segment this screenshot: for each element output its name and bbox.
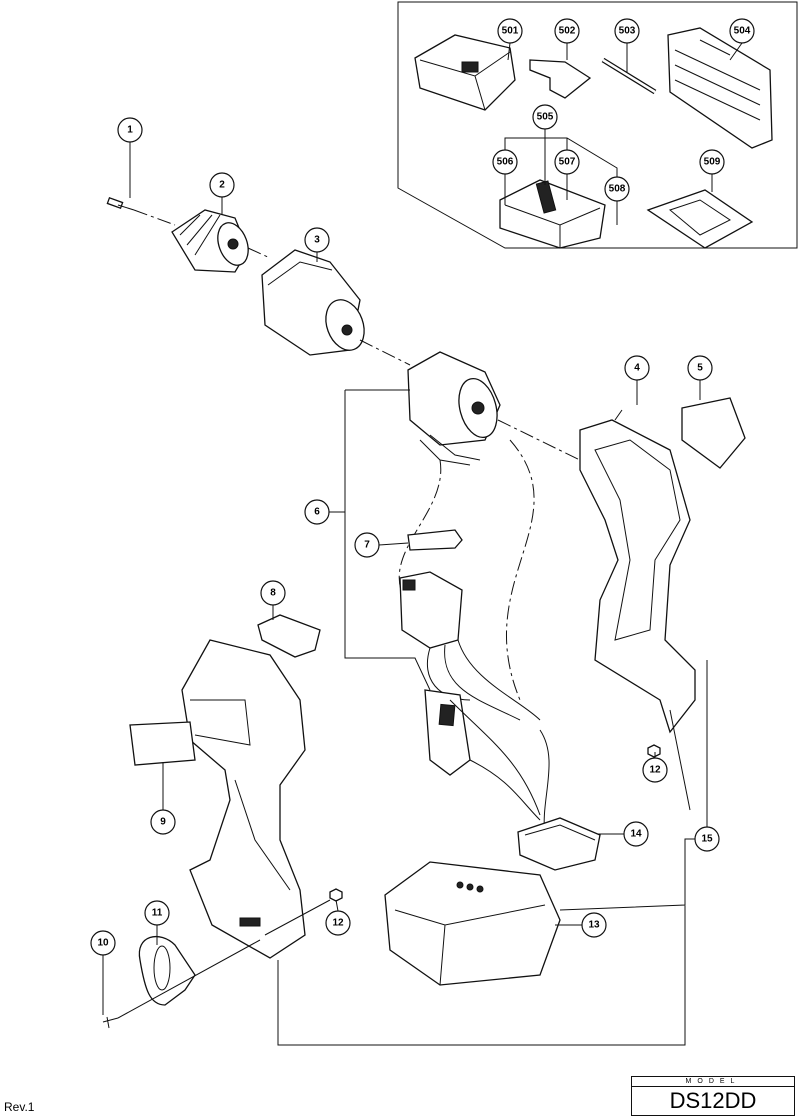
svg-text:502: 502 bbox=[559, 26, 576, 37]
svg-text:11: 11 bbox=[152, 908, 163, 919]
svg-text:6: 6 bbox=[314, 507, 320, 518]
part-9-label bbox=[129, 721, 196, 766]
part-14-terminal bbox=[517, 817, 601, 871]
motor-assembly bbox=[407, 351, 501, 466]
svg-text:13: 13 bbox=[588, 920, 600, 931]
callout-3: 3 bbox=[304, 227, 330, 253]
accessories-frame bbox=[397, 1, 798, 249]
callout-5: 5 bbox=[687, 355, 713, 381]
callout-503: 503 bbox=[614, 18, 640, 44]
part-504-carry-case bbox=[667, 27, 773, 149]
part-12-nut bbox=[647, 744, 661, 758]
part-3-gear-case bbox=[261, 249, 365, 356]
part-502-holder bbox=[529, 59, 592, 99]
model-box: MODEL DS12DD bbox=[631, 1076, 795, 1116]
svg-text:7: 7 bbox=[364, 540, 370, 551]
part-8-cover bbox=[257, 614, 321, 658]
callout-1: 1 bbox=[117, 117, 143, 143]
svg-text:506: 506 bbox=[497, 157, 514, 168]
left-housing bbox=[181, 639, 306, 959]
svg-text:508: 508 bbox=[609, 184, 626, 195]
part-501-charger bbox=[414, 34, 516, 111]
part-15-housing-right bbox=[579, 419, 696, 734]
svg-text:2: 2 bbox=[219, 180, 225, 191]
part-5-label bbox=[681, 397, 746, 469]
svg-text:12: 12 bbox=[649, 765, 661, 776]
callout-12-b: 12 bbox=[325, 910, 351, 936]
svg-text:5: 5 bbox=[697, 363, 703, 374]
svg-text:15: 15 bbox=[701, 834, 713, 845]
callout-505: 505 bbox=[532, 104, 558, 130]
svg-text:504: 504 bbox=[734, 26, 751, 37]
svg-text:10: 10 bbox=[97, 938, 109, 949]
svg-text:12: 12 bbox=[332, 918, 344, 929]
callout-9: 9 bbox=[150, 809, 176, 835]
svg-text:9: 9 bbox=[160, 817, 166, 828]
svg-text:509: 509 bbox=[704, 157, 721, 168]
callout-502: 502 bbox=[554, 18, 580, 44]
svg-text:503: 503 bbox=[619, 26, 636, 37]
callout-2: 2 bbox=[209, 172, 235, 198]
svg-text:505: 505 bbox=[537, 112, 554, 123]
callout-10: 10 bbox=[90, 930, 116, 956]
callout-11: 11 bbox=[144, 900, 170, 926]
callout-14: 14 bbox=[623, 821, 649, 847]
part-2-keyless-chuck bbox=[171, 209, 249, 273]
callout-12: 12 bbox=[642, 757, 668, 783]
callout-509: 509 bbox=[699, 149, 725, 175]
part-1-screw bbox=[106, 196, 135, 211]
svg-text:1: 1 bbox=[127, 125, 133, 136]
svg-text:501: 501 bbox=[502, 26, 519, 37]
callout-506: 506 bbox=[492, 149, 518, 175]
callout-13: 13 bbox=[581, 912, 607, 938]
revision-label: Rev.1 bbox=[4, 1100, 35, 1114]
part-12-nut-2 bbox=[329, 888, 343, 902]
svg-text:4: 4 bbox=[634, 363, 640, 374]
callout-8: 8 bbox=[260, 580, 286, 606]
callout-501: 501 bbox=[497, 18, 523, 44]
callout-507: 507 bbox=[554, 149, 580, 175]
part-11-belt-hook bbox=[138, 936, 196, 1006]
svg-text:14: 14 bbox=[630, 829, 642, 840]
part-7-switch-cover bbox=[407, 529, 463, 551]
callout-7: 7 bbox=[354, 532, 380, 558]
part-10-screw bbox=[102, 1016, 119, 1029]
callout-504: 504 bbox=[729, 18, 755, 44]
part-509-insert-tray bbox=[646, 189, 754, 249]
part-505-system-case bbox=[499, 179, 606, 249]
callout-6: 6 bbox=[304, 499, 330, 525]
model-value: DS12DD bbox=[669, 1088, 757, 1113]
svg-text:8: 8 bbox=[270, 588, 276, 599]
callout-508: 508 bbox=[604, 176, 630, 202]
svg-text:507: 507 bbox=[559, 157, 576, 168]
led-unit bbox=[424, 689, 471, 776]
part-13-battery bbox=[384, 861, 561, 986]
callout-15: 15 bbox=[694, 826, 720, 852]
svg-text:3: 3 bbox=[314, 235, 320, 246]
callout-4: 4 bbox=[624, 355, 650, 381]
model-label: MODEL bbox=[632, 1077, 794, 1087]
